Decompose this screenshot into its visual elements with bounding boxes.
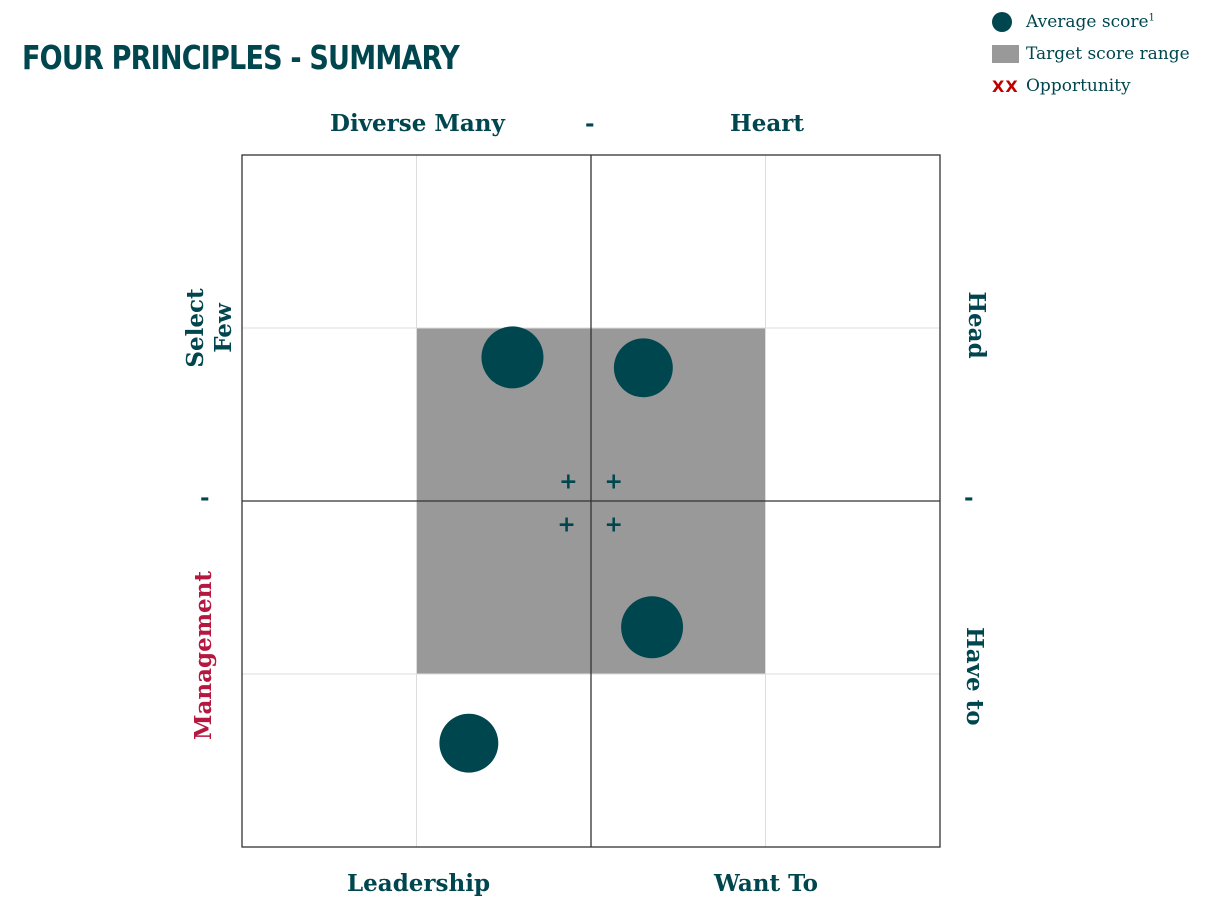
average-score-point (621, 596, 684, 659)
legend-item-average: Average score1 (992, 6, 1190, 38)
plus-marker: + (559, 469, 577, 494)
average-dot-icon (992, 12, 1026, 32)
legend-target-label: Target score range (1026, 44, 1190, 64)
legend: Average score1 Target score range XX Opp… (992, 6, 1190, 102)
target-range-swatch-icon (992, 45, 1026, 63)
legend-opportunity-label: Opportunity (1026, 76, 1131, 96)
average-score-point (481, 326, 544, 389)
plus-marker: + (604, 469, 622, 494)
plot-frame (241, 154, 941, 848)
label-top-center: - (585, 110, 595, 137)
plus-marker: + (557, 513, 575, 538)
label-right-center: - (964, 484, 974, 511)
legend-item-opportunity: XX Opportunity (992, 70, 1190, 102)
label-top-left: Diverse Many (330, 110, 505, 137)
page-title: FOUR PRINCIPLES - SUMMARY (22, 38, 460, 77)
label-bottom-left: Leadership (347, 870, 491, 897)
legend-average-label: Average score1 (1026, 12, 1155, 32)
label-left-center: - (200, 484, 210, 511)
opportunity-marker: XX (992, 76, 1019, 96)
average-score-point (439, 713, 499, 773)
legend-item-target: Target score range (992, 38, 1190, 70)
label-top-right: Heart (730, 110, 805, 137)
plus-marker: + (604, 513, 622, 538)
label-bottom-right: Want To (714, 870, 818, 897)
average-score-point (613, 338, 673, 398)
